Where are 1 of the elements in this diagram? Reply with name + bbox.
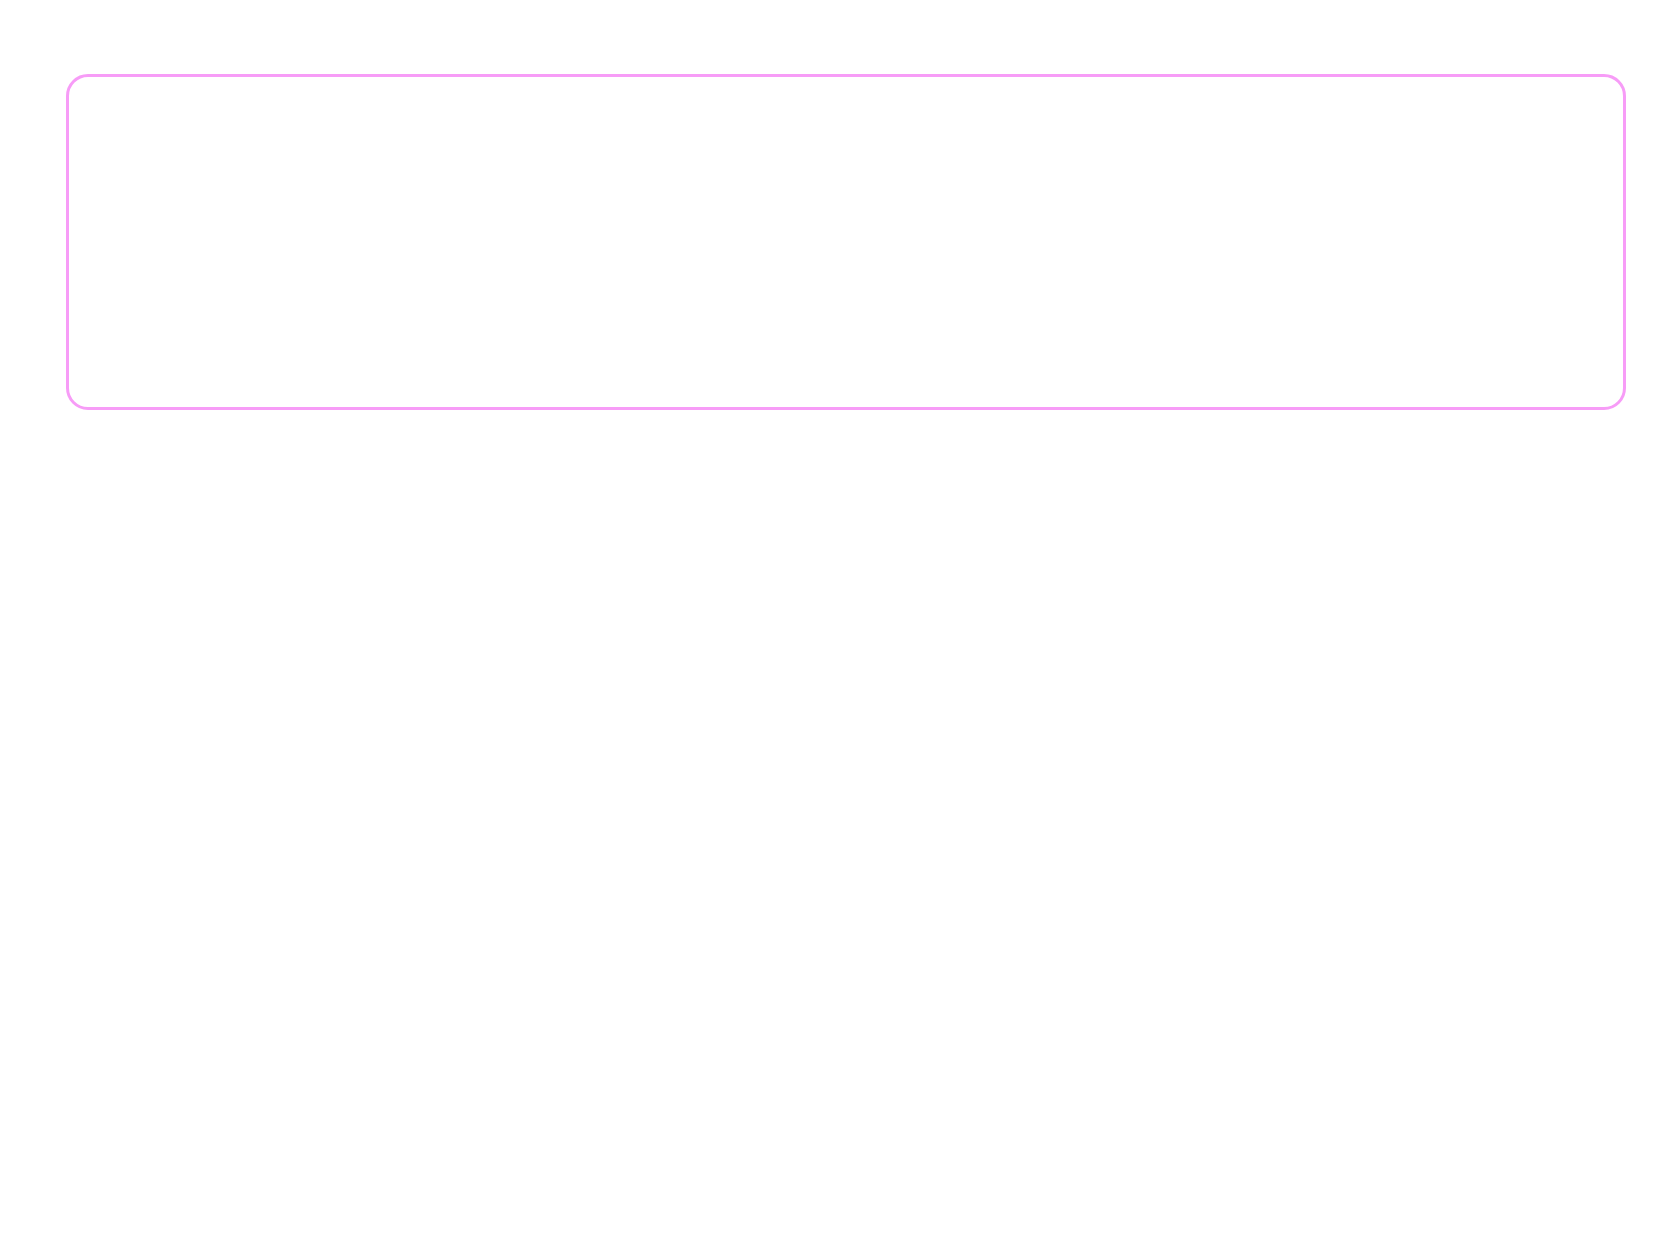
rounded-box	[66, 74, 1626, 410]
